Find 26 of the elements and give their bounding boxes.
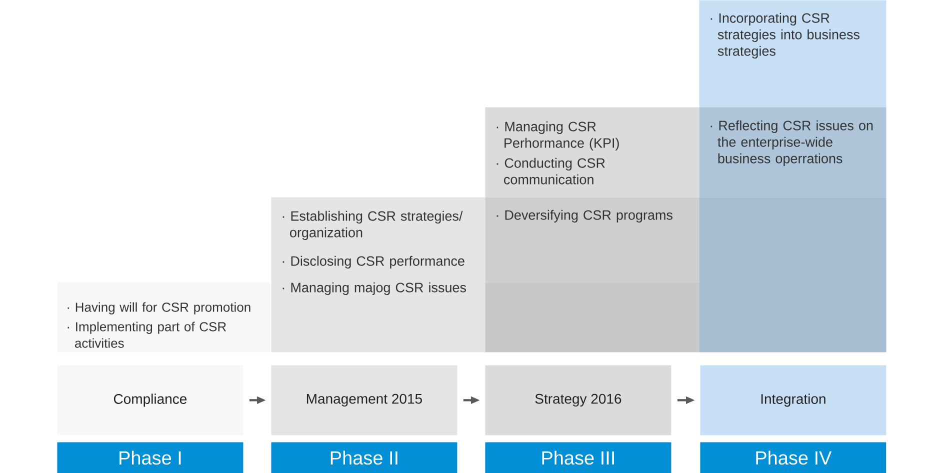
stage-box: Compliance [57, 365, 244, 436]
step-band [699, 197, 886, 352]
step-band [485, 282, 700, 352]
stage-box: Integration [700, 365, 886, 436]
bullet-text: · Establishing CSR strategies/ organization [282, 210, 463, 240]
bullet-text: · Reflecting CSR issues on the enterprise-wide business operrations [710, 120, 873, 166]
step-band [699, 107, 886, 198]
phase-bar: Phase II [271, 442, 458, 473]
bullet-text: · Managing majog CSR issues [282, 282, 466, 295]
bullet-text: · Managing CSR Perhormance (KPI) [496, 121, 619, 150]
phase-bar: Phase III [485, 442, 672, 473]
bullet-text: · Incorporating CSR strategies into business strategies [710, 12, 860, 58]
stage-box: Management 2015 [271, 365, 458, 436]
phase-bar: Phase I [57, 442, 244, 473]
bullet-text: · Implementing part of CSR activities [68, 322, 226, 348]
step-band [271, 197, 486, 352]
stage-box: Strategy 2016 [485, 365, 672, 436]
bullet-text: · Deversifying CSR programs [496, 210, 672, 222]
bullet-text: · Having will for CSR promotion [68, 302, 250, 314]
step-band [57, 282, 270, 352]
step-band [485, 197, 700, 282]
bullet-text: · Conducting CSR communication [496, 158, 605, 184]
step-band [485, 107, 700, 198]
step-band [699, 0, 886, 108]
phase-bar: Phase IV [700, 442, 886, 473]
bullet-text: · Disclosing CSR performance [282, 256, 464, 268]
